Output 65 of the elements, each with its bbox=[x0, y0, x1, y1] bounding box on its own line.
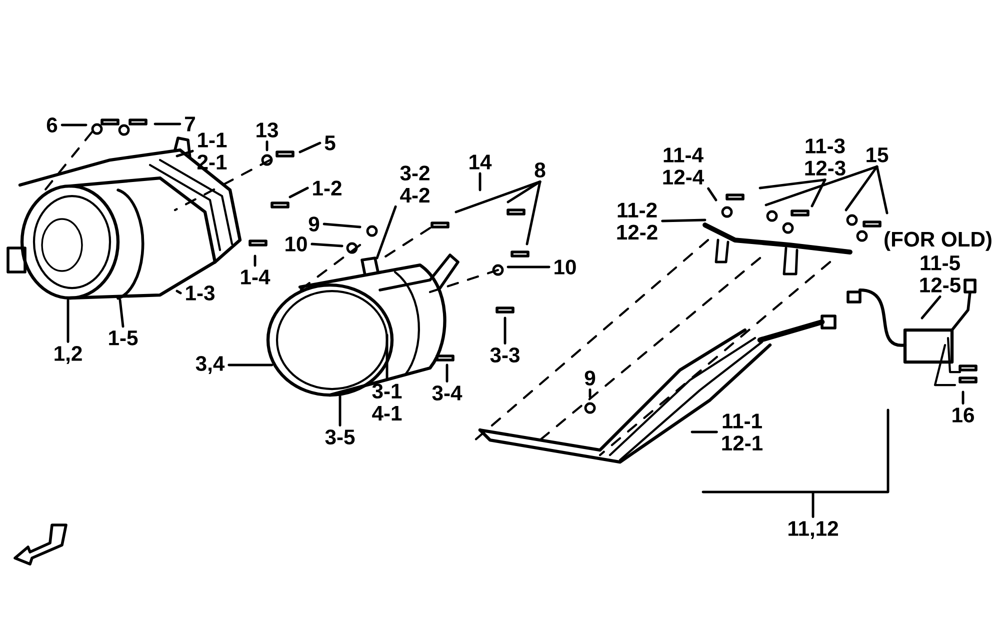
leader-line bbox=[254, 254, 256, 267]
leader-line bbox=[876, 165, 888, 214]
callout-number: 11,12 bbox=[788, 521, 838, 539]
callout-number: 1-3 bbox=[186, 286, 214, 300]
callout-number: 3-3 bbox=[490, 348, 520, 362]
leader-line bbox=[454, 180, 542, 214]
callout-number: 9 bbox=[584, 370, 596, 386]
leader-line bbox=[526, 180, 542, 246]
leader-line bbox=[506, 266, 550, 268]
leader-line bbox=[376, 205, 397, 260]
leader-line bbox=[310, 242, 344, 248]
leader-line bbox=[504, 316, 506, 345]
callout-number: 10 bbox=[554, 260, 576, 274]
leader-line bbox=[66, 298, 70, 344]
callout-number: 1-2 bbox=[313, 180, 342, 196]
leader-line bbox=[920, 295, 942, 320]
leader-line bbox=[707, 187, 718, 202]
callout-number: 11-5 12-5 bbox=[920, 256, 961, 292]
callout-number: 15 bbox=[866, 148, 888, 162]
callout-number: 1-5 bbox=[109, 330, 138, 346]
leader-line bbox=[758, 178, 826, 190]
callout-number: 8 bbox=[534, 162, 546, 178]
callout-number: 3-2 4-2 bbox=[400, 166, 430, 202]
leader-line bbox=[478, 172, 482, 192]
leader-line bbox=[661, 218, 706, 222]
callout-number: 3-1 4-1 bbox=[372, 384, 402, 420]
leader-line bbox=[506, 180, 542, 204]
callout-number: 11-4 12-4 bbox=[663, 148, 704, 184]
leader-line bbox=[764, 165, 878, 206]
leader-line bbox=[338, 394, 342, 427]
leader-line bbox=[176, 290, 182, 294]
leader-line bbox=[690, 430, 718, 434]
callout-number: 14 bbox=[470, 154, 492, 170]
callout-number: 1,2 bbox=[54, 346, 82, 364]
leader-line bbox=[60, 124, 88, 126]
callout-number: 3-5 bbox=[325, 430, 355, 444]
leader-line bbox=[386, 334, 388, 381]
leader-line bbox=[228, 364, 274, 366]
note-text: (FOR OLD) bbox=[884, 231, 992, 251]
leader-line bbox=[298, 142, 322, 154]
callout-number: 10 bbox=[286, 236, 307, 252]
leader-line bbox=[588, 388, 592, 398]
callout-number: 11-3 12-3 bbox=[805, 138, 846, 176]
leader-line bbox=[962, 390, 964, 405]
leader-line bbox=[118, 298, 124, 328]
callout-number: 7 bbox=[185, 116, 195, 132]
callout-number: 1-4 bbox=[241, 270, 270, 284]
callout-number: 13 bbox=[256, 122, 278, 138]
leader-line bbox=[176, 150, 194, 158]
callout-number: 3,4 bbox=[196, 356, 225, 374]
leader-line bbox=[154, 122, 182, 126]
callout-number: 6 bbox=[46, 118, 58, 132]
leader-line bbox=[844, 165, 878, 212]
callout-number: 5 bbox=[324, 136, 336, 150]
leader-line bbox=[702, 408, 890, 518]
leader-line bbox=[288, 186, 309, 198]
leader-line bbox=[810, 178, 826, 208]
leader-line bbox=[322, 222, 362, 228]
callout-number: 3-4 bbox=[432, 386, 462, 400]
callout-number: 11-1 12-1 bbox=[722, 414, 763, 450]
leader-line bbox=[266, 140, 268, 152]
leader-line bbox=[446, 364, 448, 383]
callout-number: 11-2 12-2 bbox=[617, 202, 658, 240]
callout-number: 16 bbox=[952, 408, 974, 422]
callout-number: 9 bbox=[308, 216, 320, 232]
